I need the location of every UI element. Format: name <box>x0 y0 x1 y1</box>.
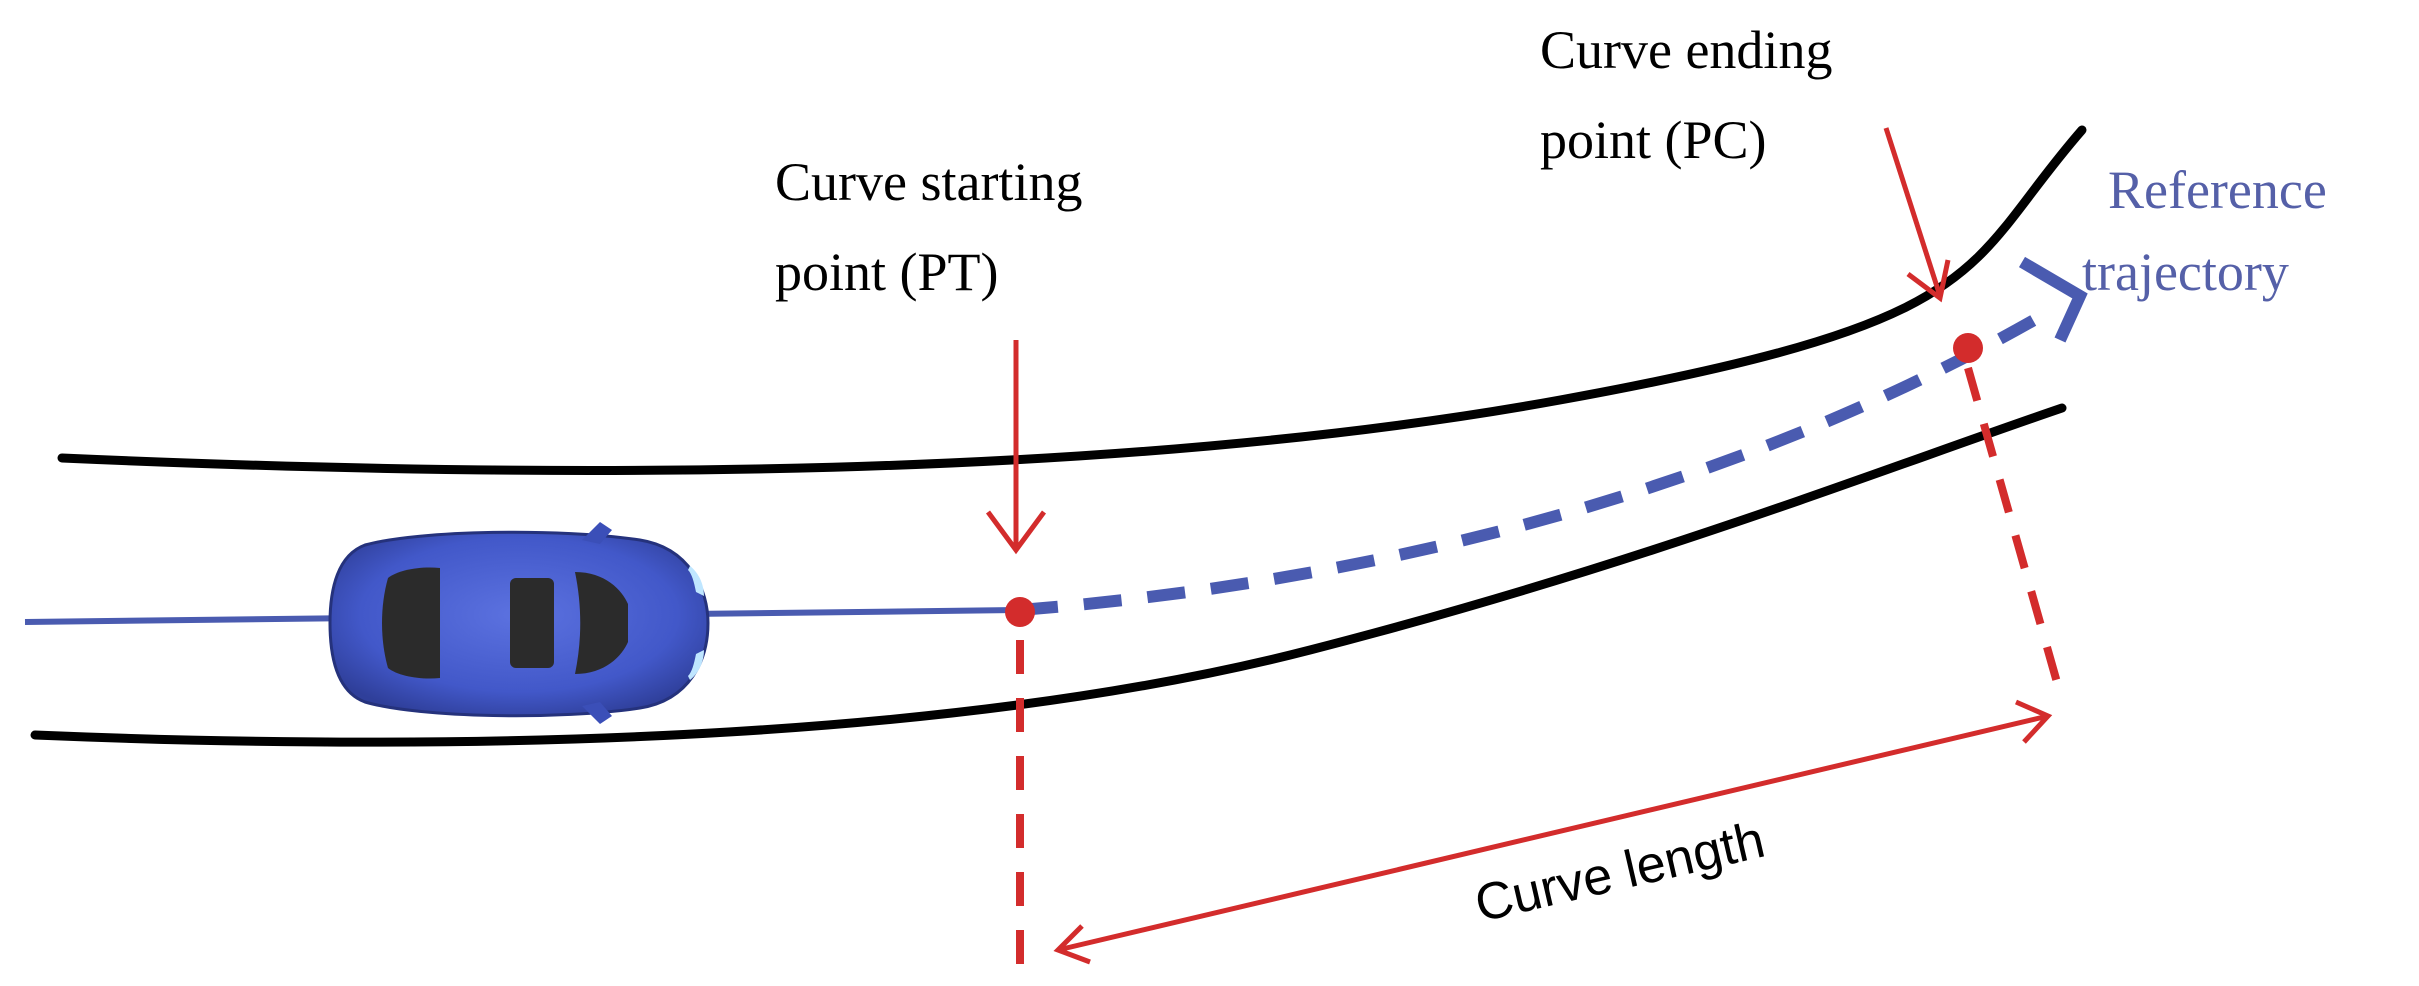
pc-label-line1: Curve ending <box>1540 20 1832 80</box>
curve-length-label: Curve length <box>1470 811 1770 934</box>
pc-label-line2: point (PC) <box>1540 110 1767 170</box>
reference-label-line2: trajectory <box>2082 242 2289 302</box>
trajectory-arrowhead <box>2018 256 2088 343</box>
trajectory-curve-dashed <box>1019 302 2059 616</box>
curve-length-arrow <box>1053 699 2053 965</box>
pc-point <box>1953 333 1983 363</box>
reference-label-line1: Reference <box>2108 160 2327 220</box>
road-edge-top <box>57 125 2087 476</box>
pt-label-line2: point (PT) <box>775 242 999 302</box>
road-edge-bottom <box>30 403 2067 747</box>
pt-arrow <box>985 340 1047 555</box>
pc-arrow <box>1883 127 1951 303</box>
car-top-view-icon <box>328 522 710 724</box>
pc-slanted-dashed <box>1964 366 2066 702</box>
pt-point <box>1005 597 1035 627</box>
pt-label-line1: Curve starting <box>775 152 1082 212</box>
